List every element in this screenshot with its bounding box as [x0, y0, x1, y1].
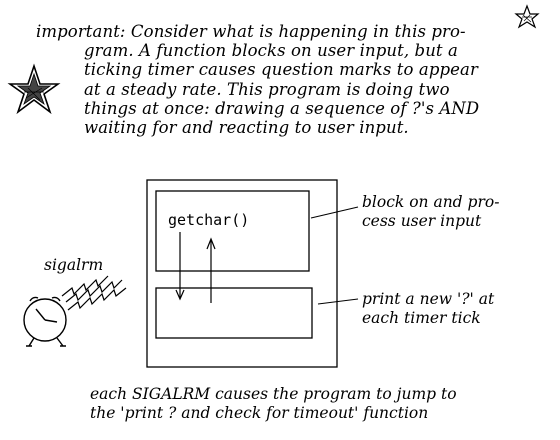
caption-line-1: each SIGALRM causes the program to jump … — [90, 385, 457, 403]
timer-region-box — [155, 287, 313, 339]
signal-label: sigalrm — [44, 256, 104, 274]
annotation-top-line-1: block on and pro- — [362, 193, 500, 211]
process-box — [146, 179, 338, 368]
function-label: getchar() — [168, 211, 250, 229]
jump-arrow-down — [175, 232, 185, 301]
signal-zigzag-icon — [61, 275, 127, 311]
note-line-3: ticking timer causes question marks to a… — [84, 60, 478, 79]
return-arrow-up — [206, 237, 216, 303]
note-line-4: at a steady rate. This program is doing … — [84, 80, 450, 99]
input-region-box — [155, 190, 310, 272]
annotation-bottom-line-1: print a new '?' at — [362, 290, 495, 308]
caption-line-2: the 'print ? and check for timeout' func… — [90, 404, 429, 422]
note-line-6: waiting for and reacting to user input. — [84, 118, 409, 137]
leader-line-bottom — [317, 298, 359, 305]
note-line-2: gram. A function blocks on user input, b… — [84, 41, 458, 60]
note-line-1: important: Consider what is happening in… — [36, 22, 466, 41]
star-small-icon — [514, 4, 540, 29]
star-large-icon — [7, 63, 61, 115]
annotation-bottom-line-2: each timer tick — [362, 309, 481, 327]
note-line-5: things at once: drawing a sequence of ?'… — [84, 99, 480, 118]
annotation-top-line-2: cess user input — [362, 212, 482, 230]
leader-line-top — [310, 206, 359, 219]
alarm-clock-icon — [23, 296, 67, 347]
